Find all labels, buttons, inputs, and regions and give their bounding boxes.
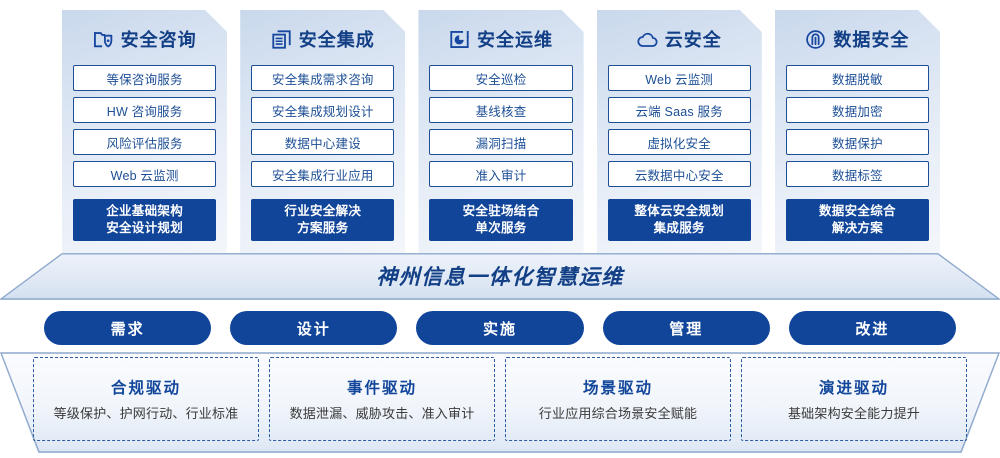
card-items-list: 安全巡检 基线核查 漏洞扫描 准入审计 — [429, 65, 572, 193]
driver-title: 场景驱动 — [582, 380, 653, 397]
card-item[interactable]: 安全集成需求咨询 — [251, 65, 394, 91]
card-item[interactable]: 数据中心建设 — [251, 129, 394, 155]
card-header: 安全咨询 — [73, 23, 216, 55]
card-footer-line: 安全驻场结合 — [462, 204, 540, 218]
card-item[interactable]: 数据脱敏 — [786, 65, 929, 91]
driver-title: 事件驱动 — [346, 380, 417, 397]
card-items-list: 安全集成需求咨询 安全集成规划设计 数据中心建设 安全集成行业应用 — [251, 65, 394, 193]
monitor-chart-icon — [449, 29, 470, 50]
card-items-list: 等保咨询服务 HW 咨询服务 风险评估服务 Web 云监测 — [73, 65, 216, 193]
card-item[interactable]: 漏洞扫描 — [429, 129, 572, 155]
driver-box-compliance[interactable]: 合规驱动 等级保护、护网行动、行业标准 — [33, 357, 259, 441]
process-step-improvement[interactable]: 改进 — [788, 311, 957, 345]
driver-title: 合规驱动 — [110, 380, 181, 397]
process-step-label: 实施 — [483, 320, 518, 338]
driver-description: 数据泄漏、威胁攻击、准入审计 — [289, 406, 475, 421]
card-item[interactable]: 数据标签 — [786, 161, 929, 187]
capability-card-data-security[interactable]: 数据安全 数据脱敏 数据加密 数据保护 数据标签 数据安全综合 解决方案 — [775, 10, 940, 253]
card-footer-line: 数据安全综合 — [819, 204, 896, 218]
card-footer-highlight[interactable]: 整体云安全规划 集成服务 — [608, 199, 751, 241]
card-footer-highlight[interactable]: 企业基础架构 安全设计规划 — [73, 199, 216, 241]
driver-description: 行业应用综合场景安全赋能 — [538, 406, 698, 421]
card-item[interactable]: 云端 Saas 服务 — [608, 97, 751, 123]
capability-card-security-integration[interactable]: 安全集成 安全集成需求咨询 安全集成规划设计 数据中心建设 安全集成行业应用 行… — [240, 10, 405, 253]
card-item[interactable]: 云数据中心安全 — [608, 161, 751, 187]
card-item[interactable]: 数据保护 — [786, 129, 929, 155]
card-item[interactable]: Web 云监测 — [608, 65, 751, 91]
process-step-design[interactable]: 设计 — [230, 311, 398, 345]
driver-description: 等级保护、护网行动、行业标准 — [53, 406, 239, 421]
card-footer-line: 单次服务 — [475, 221, 527, 235]
card-item[interactable]: 等保咨询服务 — [73, 65, 216, 91]
card-footer-line: 方案服务 — [297, 221, 349, 235]
card-item[interactable]: 安全集成规划设计 — [251, 97, 394, 123]
drivers-row: 合规驱动 等级保护、护网行动、行业标准 事件驱动 数据泄漏、威胁攻击、准入审计 … — [33, 357, 967, 441]
card-item[interactable]: 基线核查 — [429, 97, 572, 123]
process-step-label: 设计 — [296, 320, 331, 338]
card-footer-line: 集成服务 — [653, 221, 705, 235]
capability-card-cloud-security[interactable]: 云安全 Web 云监测 云端 Saas 服务 虚拟化安全 云数据中心安全 整体云… — [597, 10, 762, 253]
card-item[interactable]: HW 咨询服务 — [73, 97, 216, 123]
process-step-label: 需求 — [110, 320, 145, 338]
platform-banner: 神州信息一体化智慧运维 — [0, 253, 1000, 300]
card-header: 云安全 — [608, 23, 751, 55]
card-item[interactable]: 数据加密 — [786, 97, 929, 123]
process-step-demand[interactable]: 需求 — [44, 311, 212, 345]
card-item[interactable]: 安全集成行业应用 — [251, 161, 394, 187]
card-footer-highlight[interactable]: 安全驻场结合 单次服务 — [429, 199, 572, 241]
card-item[interactable]: Web 云监测 — [73, 161, 216, 187]
card-header: 安全集成 — [251, 23, 394, 55]
card-title: 安全运维 — [477, 30, 553, 50]
process-step-label: 改进 — [855, 320, 890, 338]
card-items-list: 数据脱敏 数据加密 数据保护 数据标签 — [786, 65, 929, 193]
driver-title: 演进驱动 — [818, 380, 889, 397]
process-step-implementation[interactable]: 实施 — [416, 311, 584, 345]
cloud-icon — [637, 29, 658, 50]
card-title: 安全集成 — [298, 30, 375, 50]
driver-box-incident[interactable]: 事件驱动 数据泄漏、威胁攻击、准入审计 — [269, 357, 495, 441]
card-footer-highlight[interactable]: 数据安全综合 解决方案 — [786, 199, 929, 241]
card-header: 安全运维 — [429, 23, 572, 55]
card-item[interactable]: 安全巡检 — [429, 65, 572, 91]
card-footer-line: 安全设计规划 — [106, 221, 183, 235]
card-footer-highlight[interactable]: 行业安全解决 方案服务 — [251, 199, 394, 241]
card-item[interactable]: 准入审计 — [429, 161, 572, 187]
card-footer-line: 整体云安全规划 — [634, 204, 725, 218]
fingerprint-circle-icon — [805, 29, 826, 50]
card-item[interactable]: 风险评估服务 — [73, 129, 216, 155]
process-step-management[interactable]: 管理 — [602, 311, 770, 345]
card-title: 云安全 — [664, 30, 722, 50]
platform-banner-title: 神州信息一体化智慧运维 — [376, 265, 624, 289]
card-footer-line: 企业基础架构 — [106, 204, 183, 218]
process-steps-row: 需求 设计 实施 管理 改进 — [44, 311, 957, 345]
driver-box-scenario[interactable]: 场景驱动 行业应用综合场景安全赋能 — [505, 357, 731, 441]
folder-shield-icon — [93, 29, 114, 50]
driver-description: 基础架构安全能力提升 — [787, 406, 920, 421]
card-items-list: Web 云监测 云端 Saas 服务 虚拟化安全 云数据中心安全 — [608, 65, 751, 193]
card-item[interactable]: 虚拟化安全 — [608, 129, 751, 155]
card-footer-line: 行业安全解决 — [284, 204, 362, 218]
capability-cards-row: 安全咨询 等保咨询服务 HW 咨询服务 风险评估服务 Web 云监测 企业基础架… — [62, 10, 940, 253]
card-title: 安全咨询 — [120, 30, 197, 50]
capability-card-security-consulting[interactable]: 安全咨询 等保咨询服务 HW 咨询服务 风险评估服务 Web 云监测 企业基础架… — [62, 10, 227, 253]
stacked-documents-icon — [271, 29, 292, 50]
card-header: 数据安全 — [786, 23, 929, 55]
capability-card-security-operations[interactable]: 安全运维 安全巡检 基线核查 漏洞扫描 准入审计 安全驻场结合 单次服务 — [418, 10, 583, 253]
card-title: 数据安全 — [833, 30, 910, 50]
process-step-label: 管理 — [669, 320, 704, 338]
driver-box-evolution[interactable]: 演进驱动 基础架构安全能力提升 — [741, 357, 967, 441]
card-footer-line: 解决方案 — [831, 221, 884, 235]
